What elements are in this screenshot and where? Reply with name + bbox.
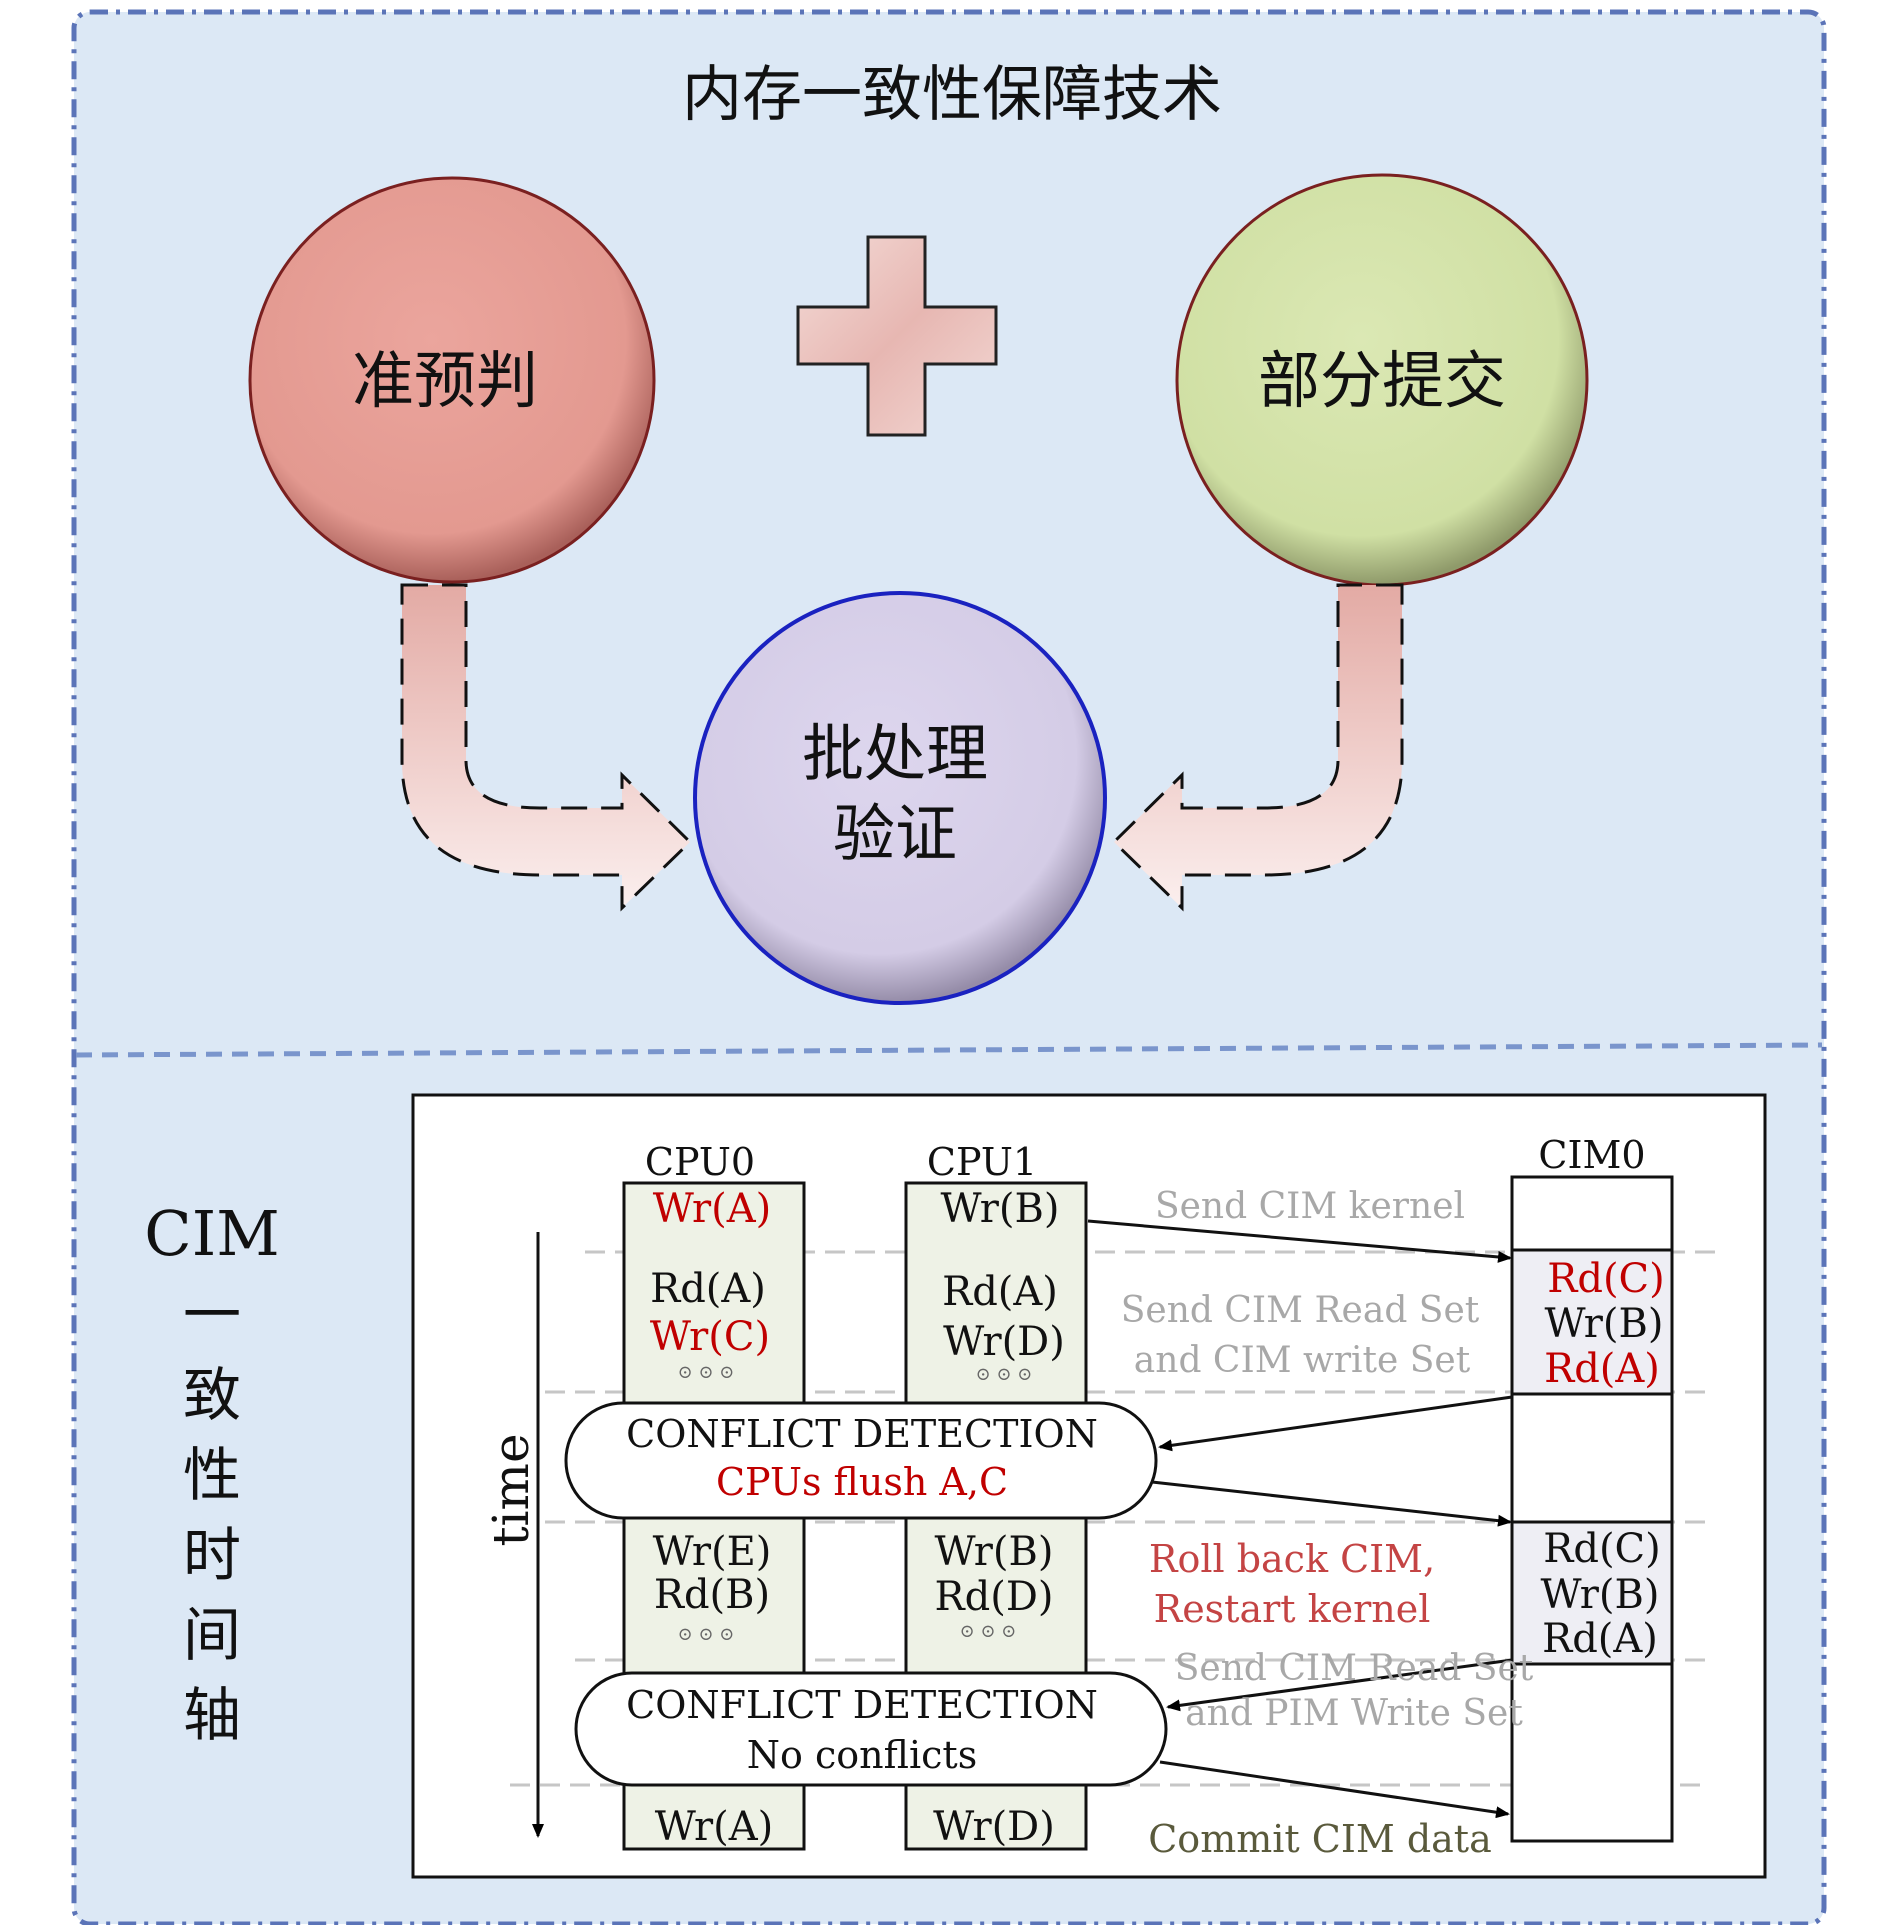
msg-read-set-line2: and CIM write Set: [1134, 1340, 1471, 1381]
cim0-header: CIM0: [1538, 1133, 1645, 1177]
cpu1-ellipsis: ⊙ ⊙ ⊙: [960, 1621, 1017, 1642]
cim0-op: Wr(B): [1544, 1301, 1663, 1347]
cpu1-header: CPU1: [927, 1140, 1037, 1184]
msg-read-set-line1: Send CIM Read Set: [1121, 1290, 1480, 1331]
msg-send-kernel: Send CIM kernel: [1155, 1186, 1465, 1227]
msg-read-set2-line2: and PIM Write Set: [1185, 1693, 1523, 1734]
batch-verify-label-line2: 验证: [833, 797, 957, 870]
cpu1-op: Wr(D): [933, 1804, 1055, 1850]
conflict-detection-2: [574, 1671, 1168, 1787]
cpu1-op: Rd(D): [934, 1574, 1053, 1620]
cpu0-op: Rd(B): [654, 1572, 770, 1618]
cpu0-op: Wr(A): [653, 1186, 772, 1232]
side-label-char: 轴: [183, 1681, 241, 1749]
cpu0-ellipsis: ⊙ ⊙ ⊙: [678, 1624, 735, 1645]
cpu0-op: Wr(A): [655, 1804, 774, 1850]
plus-icon: [796, 235, 998, 437]
side-label-char: 一: [183, 1281, 241, 1349]
cpu1-op: Wr(B): [940, 1186, 1059, 1232]
cpu1-ellipsis: ⊙ ⊙ ⊙: [976, 1364, 1033, 1385]
cim0-op: Rd(A): [1542, 1616, 1658, 1662]
pre-judgment-circle: [248, 176, 656, 584]
cpu0-op: Wr(C): [650, 1314, 770, 1360]
conflict-detection-2-title: CONFLICT DETECTION: [626, 1683, 1098, 1727]
cpu1-op: Wr(D): [943, 1319, 1065, 1365]
cpu1-op: Rd(A): [942, 1269, 1058, 1315]
conflict-detection-1: [564, 1401, 1158, 1520]
side-label-cim: CIM: [144, 1197, 279, 1270]
msg-commit: Commit CIM data: [1148, 1817, 1492, 1861]
side-label-char: 间: [183, 1601, 241, 1669]
cim0-set1: [1510, 1248, 1674, 1396]
conflict-detection-1-title: CONFLICT DETECTION: [626, 1412, 1098, 1456]
partial-commit-label: 部分提交: [1258, 344, 1506, 417]
cim0-set2: [1510, 1520, 1674, 1666]
msg-rollback-line2: Restart kernel: [1154, 1587, 1431, 1631]
cim0-op: Rd(C): [1543, 1526, 1661, 1572]
conflict-detection-1-sub: CPUs flush A,C: [716, 1460, 1008, 1504]
cim0-op: Rd(C): [1547, 1256, 1665, 1302]
side-label-char: 致: [183, 1361, 241, 1429]
side-label-char: 时: [183, 1521, 241, 1589]
side-label-char: 性: [183, 1441, 241, 1509]
msg-rollback-line1: Roll back CIM,: [1149, 1537, 1435, 1581]
time-axis-label: time: [482, 1433, 540, 1546]
cpu1-op: Wr(B): [934, 1529, 1053, 1575]
cpu0-header: CPU0: [645, 1140, 755, 1184]
left-curved-arrow: [400, 583, 693, 912]
cpu0-ellipsis: ⊙ ⊙ ⊙: [678, 1362, 735, 1383]
right-curved-arrow: [1111, 583, 1404, 912]
cpu0-op: Wr(E): [653, 1529, 772, 1575]
msg-read-set2-line1: Send CIM Read Set: [1175, 1648, 1534, 1689]
cpu0-op: Rd(A): [650, 1266, 766, 1312]
top-title: 内存一致性保障技术: [682, 60, 1222, 130]
batch-verify-label-line1: 批处理: [802, 717, 988, 790]
pre-judgment-label: 准预判: [352, 344, 538, 417]
panel-divider: [75, 1042, 1823, 1058]
cim0-op: Wr(B): [1540, 1572, 1659, 1618]
batch-verify-circle: [693, 591, 1107, 1005]
message-arrows: [1087, 1219, 1513, 1819]
conflict-detection-2-sub: No conflicts: [747, 1733, 977, 1777]
cim0-op: Rd(A): [1544, 1346, 1660, 1392]
